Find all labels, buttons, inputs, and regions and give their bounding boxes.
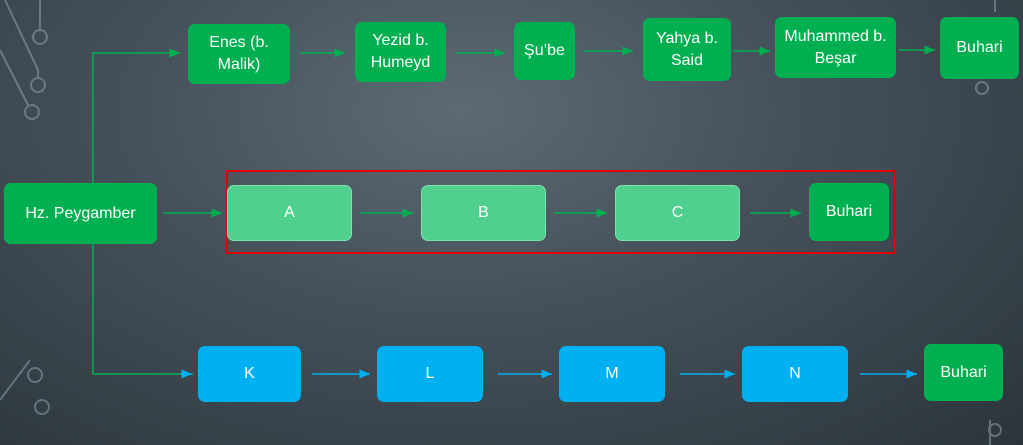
chain3-node: M xyxy=(559,346,665,402)
chain1-node-buhari: Buhari xyxy=(940,17,1019,79)
chain3-node-buhari: Buhari xyxy=(924,344,1003,401)
chain1-node: Yezid b. Humeyd xyxy=(355,22,446,82)
chain1-node: Muhammed b. Beşar xyxy=(775,17,896,78)
chain3-node: K xyxy=(198,346,301,402)
chain2-node: B xyxy=(421,185,546,241)
chain2-node: C xyxy=(615,185,740,241)
chain1-node: Yahya b. Said xyxy=(643,18,731,81)
chain3-node: N xyxy=(742,346,848,402)
chain1-node: Şu’be xyxy=(514,22,575,80)
chain3-node: L xyxy=(377,346,483,402)
circuit-decoration xyxy=(0,0,1002,445)
chain2-node-buhari: Buhari xyxy=(809,183,889,241)
node-source: Hz. Peygamber xyxy=(4,183,157,244)
chain1-node: Enes (b. Malik) xyxy=(188,24,290,84)
chain2-node: A xyxy=(227,185,352,241)
